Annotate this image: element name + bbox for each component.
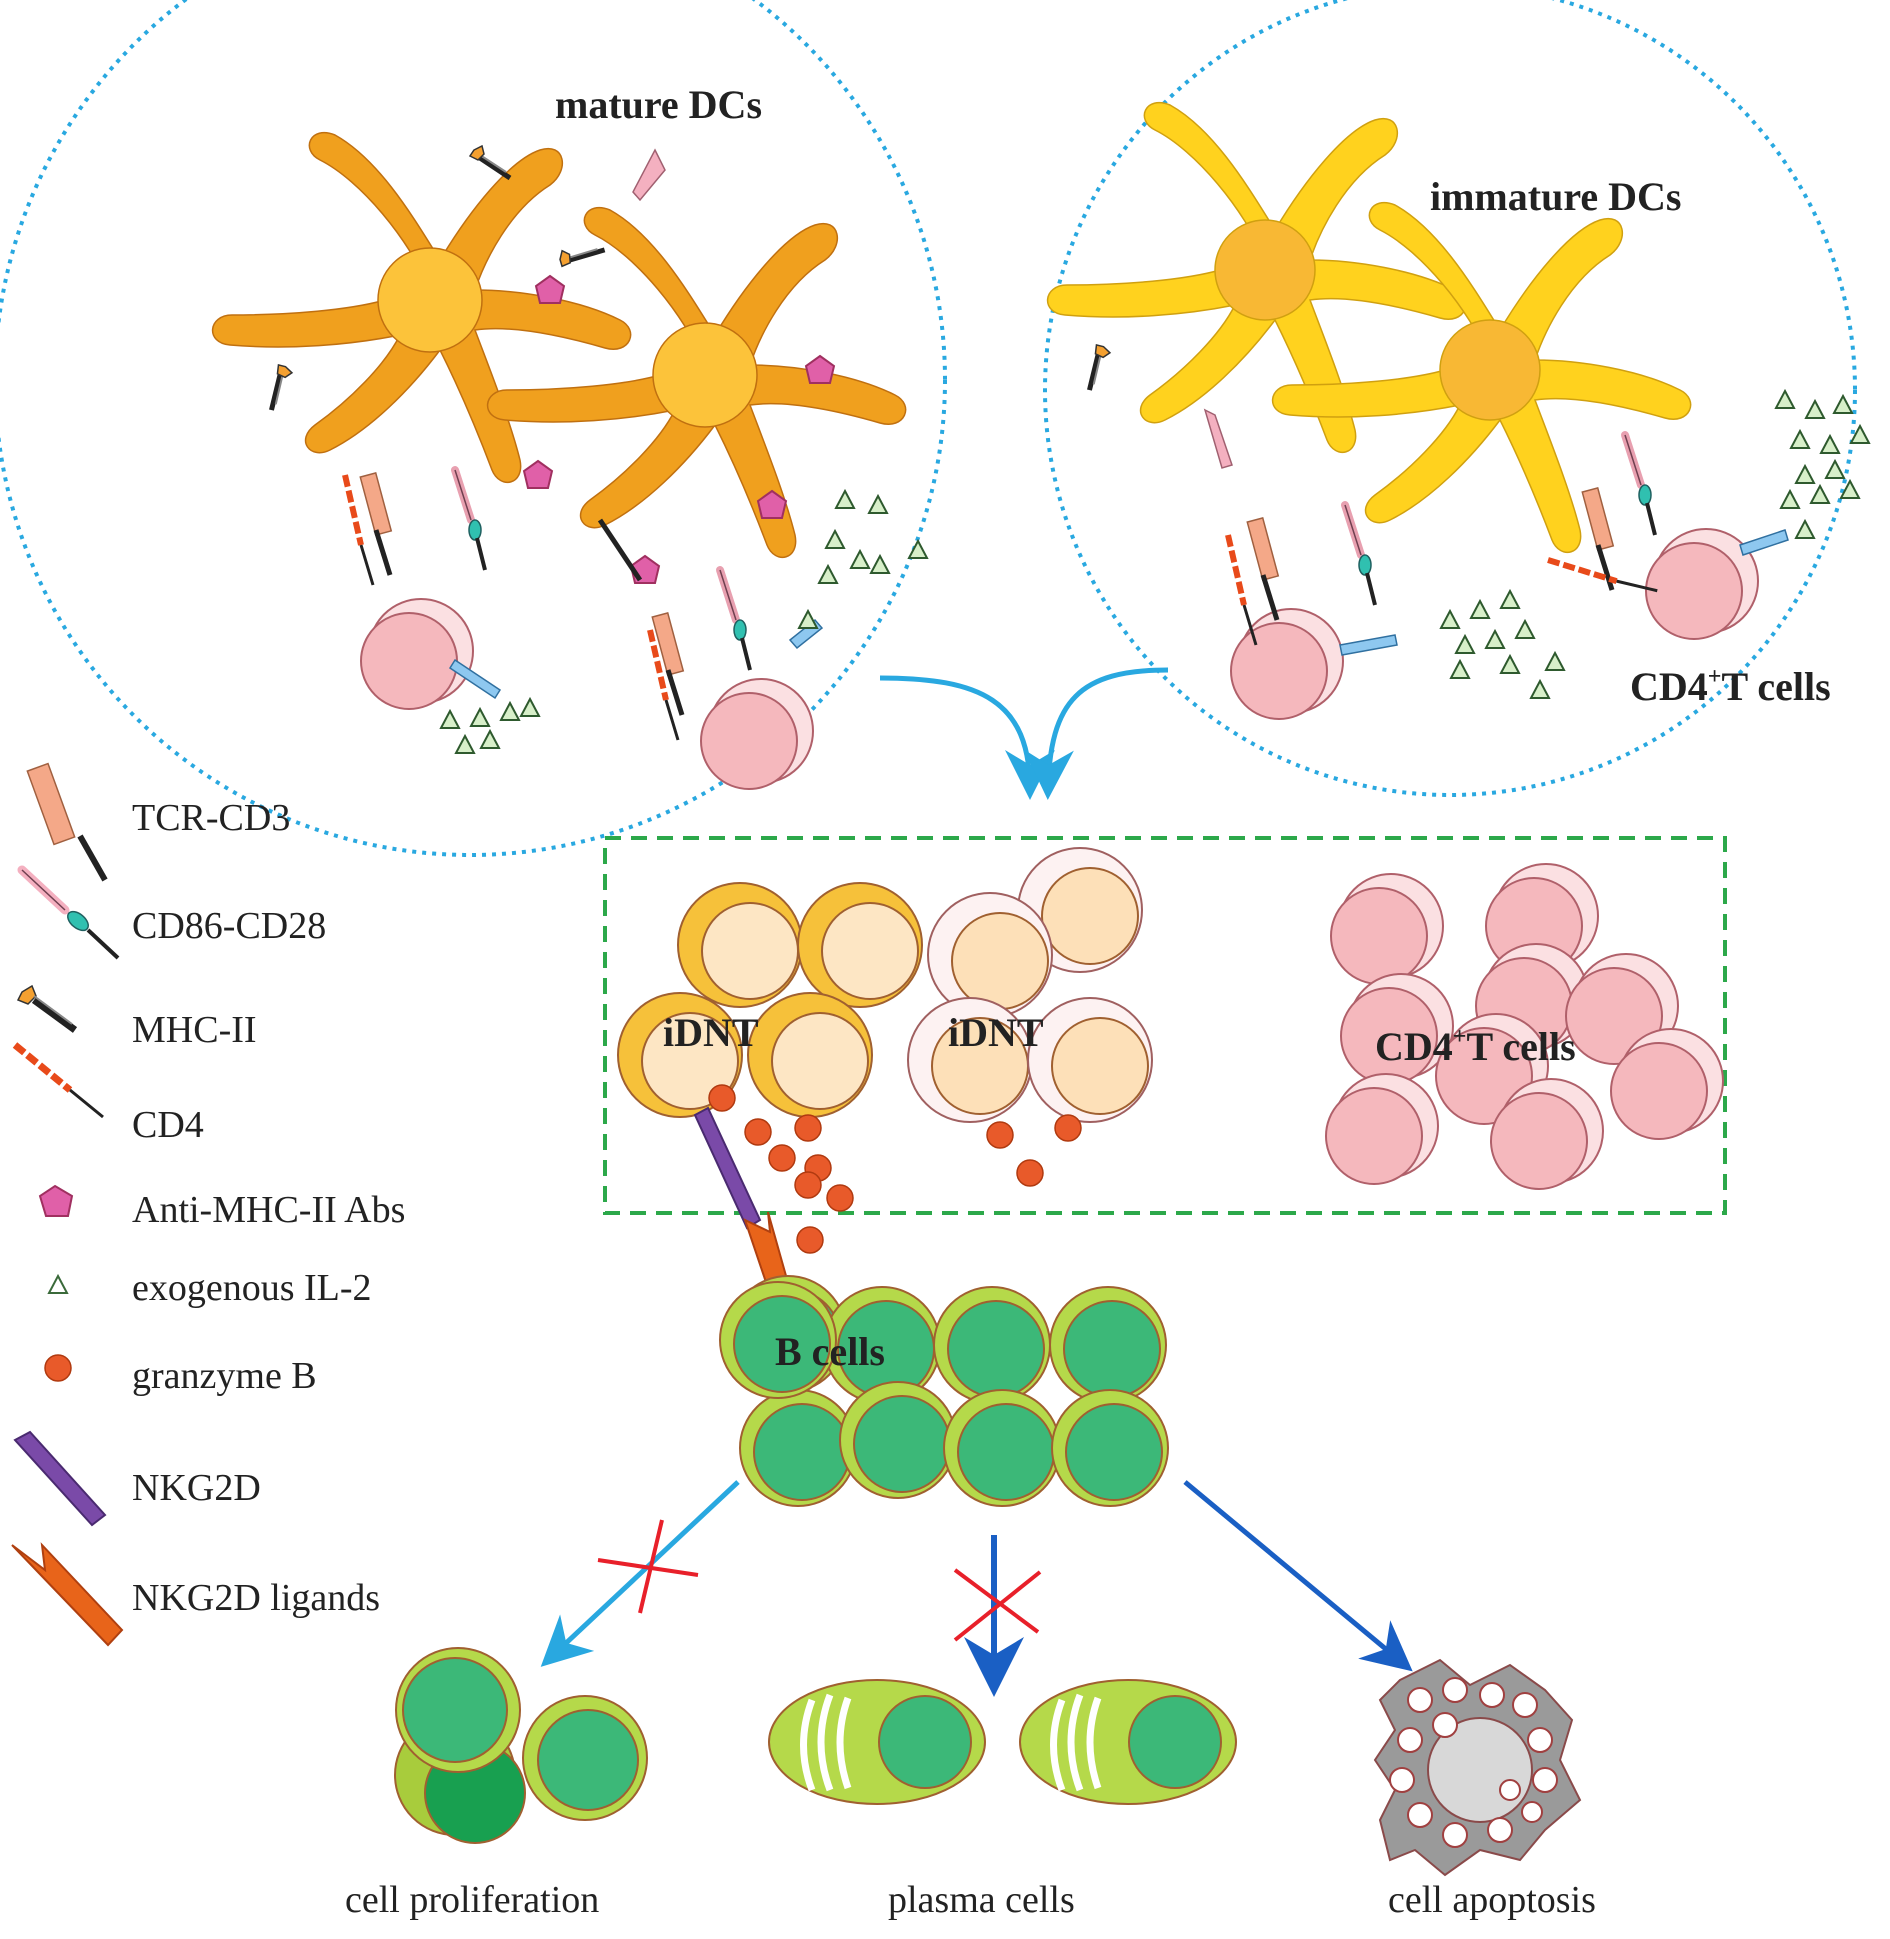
plasma-cell	[768, 1679, 986, 1805]
legend-nkg2d-icon	[13, 1430, 107, 1527]
legend-label-nkg2d-ligands: NKG2D ligands	[132, 1577, 380, 1619]
legend-cd4-icon	[12, 1042, 104, 1119]
cd4-icon	[1228, 535, 1256, 645]
plasma-cell	[1019, 1679, 1237, 1805]
mature-dcs-panel: mature DCs	[0, 0, 947, 857]
anti-mhc-ii-abs-icon	[805, 355, 835, 384]
legend-label-granzyme-b: granzyme B	[132, 1355, 317, 1397]
cd86-cd28-icon	[1625, 435, 1655, 535]
legend-granzyme-b-icon	[44, 1354, 72, 1382]
immature-dcs-boundary	[1043, 0, 1857, 797]
mature-dc-cell-2	[486, 206, 907, 559]
mhc-ii-icon	[1076, 341, 1120, 390]
proliferating-b-cells	[394, 1647, 648, 1844]
immature-dc-cell-2	[1271, 201, 1692, 554]
idnt-cluster-white	[907, 847, 1153, 1123]
plasma-cells-label: plasma cells	[888, 1879, 1075, 1921]
arrow-to-apoptosis	[1183, 1480, 1413, 1672]
legend-cd86-cd28-icon	[17, 865, 120, 960]
cd86-cd28-icon	[632, 148, 666, 202]
legend-label-mhc-ii: MHC-II	[132, 1009, 257, 1051]
cd4-t-cells-box-label: CD4+T cells	[1375, 1024, 1576, 1069]
cd86-cd28-icon	[720, 570, 750, 670]
cd86-cd28-icon	[455, 470, 485, 570]
il2-receptor	[448, 658, 502, 700]
legend-anti-mhc-ii-abs-icon	[38, 1184, 74, 1217]
tcr-cd3-icon	[1247, 518, 1278, 620]
legend-nkg2d-ligands-icon	[11, 1542, 124, 1647]
legend-label-nkg2d: NKG2D	[132, 1467, 261, 1509]
mhc-ii-icon	[258, 361, 302, 410]
arrow-to-proliferation	[540, 1480, 740, 1667]
cd4-t-cells-top-label: CD4+T cells	[1630, 664, 1831, 709]
il2-cluster	[1440, 390, 1870, 699]
converging-arrows	[879, 667, 1169, 800]
legend-label-cd4: CD4	[132, 1104, 204, 1146]
nkg2d-icon	[693, 1106, 762, 1230]
granzyme-b-dots	[708, 1084, 1082, 1254]
cell-proliferation-label: cell proliferation	[345, 1879, 599, 1921]
immature-dcs-panel: immature DCs CD4+T cells	[1043, 0, 1870, 797]
mhc-ii-icon	[554, 229, 604, 280]
t-cell	[1230, 608, 1344, 720]
t-cell	[700, 678, 814, 790]
block-cross-plasma	[953, 1568, 1042, 1642]
legend-tcr-cd3-icon	[26, 762, 108, 882]
block-cross-proliferation	[597, 1519, 699, 1614]
il2-receptor	[1339, 634, 1398, 656]
apoptotic-cell	[1373, 1658, 1582, 1877]
b-cell-cluster	[719, 1275, 1169, 1507]
immature-dcs-label: immature DCs	[1430, 174, 1681, 219]
mhc-ii-icon	[597, 518, 643, 582]
legend-exogenous-il2-icon	[48, 1275, 68, 1294]
immature-dc-cell-1	[1046, 101, 1467, 454]
idnt-box	[603, 836, 1727, 1215]
mature-dcs-label: mature DCs	[555, 82, 762, 127]
idnt-right-label: iDNT	[948, 1010, 1044, 1055]
idnt-left-label: iDNT	[663, 1010, 759, 1055]
legend-label-tcr-cd3: TCR-CD3	[132, 797, 290, 839]
mhc-ii-icon	[470, 146, 510, 178]
cd86-cd28-icon	[1203, 408, 1233, 469]
legend-label-anti-mhc-ii-abs: Anti-MHC-II Abs	[132, 1189, 405, 1231]
idnt-cluster-yellow	[617, 882, 923, 1118]
b-cells-label: B cells	[775, 1329, 885, 1374]
legend: TCR-CD3 CD86-CD28 MHC-II CD4 Anti-MHC-II…	[11, 762, 405, 1647]
legend-mhc-ii-icon	[16, 984, 78, 1033]
anti-mhc-ii-abs-icon	[523, 460, 553, 489]
t-cell	[360, 598, 474, 710]
legend-label-exogenous-il2: exogenous IL-2	[132, 1267, 372, 1309]
anti-mhc-ii-abs-icon	[535, 275, 565, 304]
il2-receptor	[1739, 529, 1789, 556]
cell-apoptosis-label: cell apoptosis	[1388, 1879, 1596, 1921]
mature-dc-cell-1	[211, 131, 632, 484]
mature-dcs-boundary	[0, 0, 947, 857]
legend-label-cd86-cd28: CD86-CD28	[132, 905, 326, 947]
